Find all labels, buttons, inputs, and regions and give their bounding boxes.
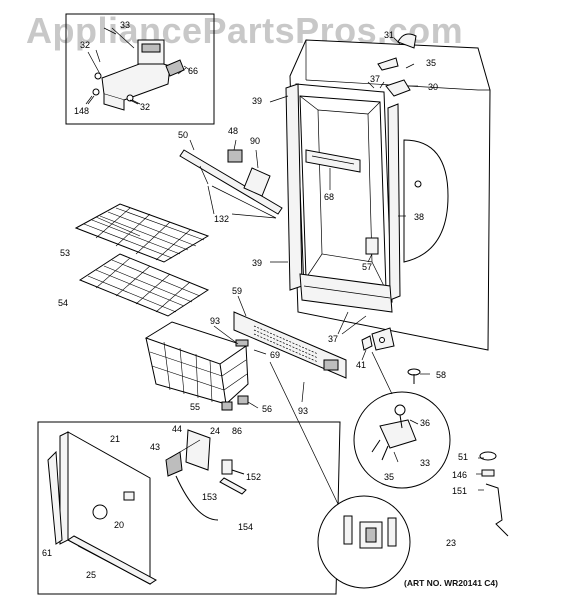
callout-132: 132 [214, 214, 229, 224]
callout-48: 48 [228, 126, 238, 136]
callout-20: 20 [114, 520, 124, 530]
callout-55: 55 [190, 402, 200, 412]
callout-86: 86 [232, 426, 242, 436]
switch-detail [269, 361, 411, 589]
leader-lines [85, 27, 484, 491]
callout-44: 44 [172, 424, 182, 434]
callout-61: 61 [42, 548, 52, 558]
callout-30: 30 [428, 82, 438, 92]
callout-24: 24 [210, 426, 220, 436]
callout-33-b: 33 [420, 458, 430, 468]
light-assembly [179, 149, 283, 219]
screw-58 [407, 368, 421, 384]
callout-153: 153 [202, 492, 217, 502]
door-handle [479, 451, 509, 537]
callout-39-b: 39 [252, 258, 262, 268]
kick-plate [233, 311, 347, 379]
callout-53: 53 [60, 248, 70, 258]
callout-59: 59 [232, 286, 242, 296]
callout-35: 35 [426, 58, 436, 68]
callout-58: 58 [436, 370, 446, 380]
callout-35-b: 35 [384, 472, 394, 482]
callout-56: 56 [262, 404, 272, 414]
callout-50: 50 [178, 130, 188, 140]
callout-33: 33 [120, 20, 130, 30]
callout-41: 41 [356, 360, 366, 370]
callout-54: 54 [58, 298, 68, 308]
callout-90: 90 [250, 136, 260, 146]
callout-154: 154 [238, 522, 253, 532]
callout-32-b: 32 [140, 102, 150, 112]
callout-93-b: 93 [298, 406, 308, 416]
callout-68: 68 [324, 192, 334, 202]
callout-151: 151 [452, 486, 467, 496]
callout-57: 57 [362, 262, 372, 272]
hinge-switch-inset [65, 13, 215, 125]
wire-basket [144, 321, 249, 411]
callout-23: 23 [446, 538, 456, 548]
callout-labels: 33 32 66 148 32 31 35 37 30 39 50 48 90 … [42, 20, 468, 580]
callout-31: 31 [384, 30, 394, 40]
art-number: (ART NO. WR20141 C4) [404, 578, 498, 588]
callout-66: 66 [188, 66, 198, 76]
callout-152: 152 [246, 472, 261, 482]
callout-69: 69 [270, 350, 280, 360]
wire-shelf-lower [78, 253, 210, 317]
callout-38: 38 [414, 212, 424, 222]
door-panel-inset [37, 421, 341, 595]
callout-43: 43 [150, 442, 160, 452]
callout-37-b: 37 [328, 334, 338, 344]
callout-93: 93 [210, 316, 220, 326]
callout-148: 148 [74, 106, 89, 116]
callout-25: 25 [86, 570, 96, 580]
callout-36: 36 [420, 418, 430, 428]
callout-39: 39 [252, 96, 262, 106]
callout-51: 51 [458, 452, 468, 462]
callout-37: 37 [370, 74, 380, 84]
callout-32: 32 [80, 40, 90, 50]
wire-shelf-upper [74, 203, 210, 263]
freezer-cabinet [285, 33, 491, 351]
part-41 [361, 335, 373, 351]
callout-21: 21 [110, 434, 120, 444]
callout-146: 146 [452, 470, 467, 480]
bottom-hinge-detail [353, 351, 451, 489]
